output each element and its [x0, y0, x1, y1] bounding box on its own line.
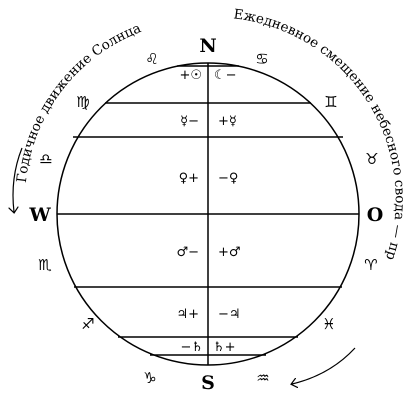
band-venus-left: ♀+	[179, 171, 199, 186]
sagittarius-icon: ♐	[81, 315, 94, 333]
band-saturn-left: −♄	[180, 340, 203, 355]
band-moon-right: ☾−	[214, 68, 237, 83]
band-jupiter-left: ♃+	[176, 307, 199, 322]
cardinal-west: W	[28, 204, 51, 226]
band-mars-right: +♂	[218, 245, 241, 260]
band-sun-left: +☉	[179, 68, 202, 83]
band-mercury-left: ☿−	[180, 114, 199, 129]
band-mars-left: ♂−	[176, 245, 199, 260]
pisces-icon: ♓	[322, 315, 335, 333]
band-mercury-right: +☿	[218, 114, 237, 129]
aries-icon: ♈	[364, 256, 377, 274]
libra-icon: ♎	[39, 150, 52, 168]
scorpio-icon: ♏	[38, 256, 52, 274]
cancer-icon: ♋	[255, 50, 268, 68]
band-jupiter-right: −♃	[218, 307, 241, 322]
band-venus-right: −♀	[218, 171, 238, 186]
cardinal-north: N	[199, 35, 216, 57]
aquarius-icon: ♒	[256, 369, 269, 387]
annual-motion-arrow	[13, 147, 23, 212]
virgo-icon: ♍	[76, 93, 89, 111]
leo-icon: ♌	[145, 50, 158, 68]
gemini-icon: ♊	[324, 93, 337, 111]
precession-arrow	[292, 347, 356, 384]
capricorn-icon: ♑	[143, 369, 156, 387]
cardinal-south: S	[201, 372, 215, 394]
band-saturn-right: ♄+	[213, 340, 236, 355]
taurus-icon: ♉	[365, 150, 378, 168]
cardinal-east: O	[367, 204, 384, 226]
